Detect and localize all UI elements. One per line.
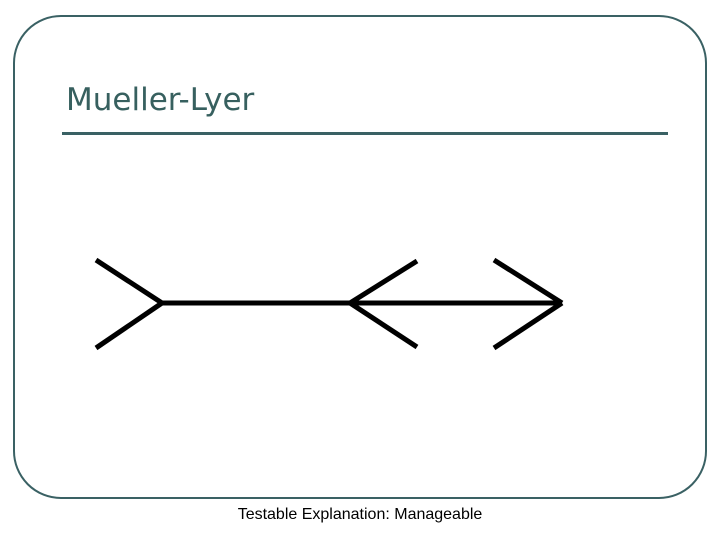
left-arrowhead-fin-lower — [94, 300, 164, 351]
page-title: Mueller-Lyer — [66, 82, 255, 118]
slide-caption: Testable Explanation: Manageable — [237, 506, 483, 523]
middle-arrowhead-fin-lower — [348, 300, 419, 350]
right-arrowhead-fin-lower — [492, 300, 564, 351]
title-underline-rule — [62, 132, 668, 135]
right-arrowhead-fin-upper — [492, 257, 564, 306]
left-arrowhead-fin-upper — [94, 257, 164, 306]
middle-arrowhead-fin-upper — [348, 258, 419, 306]
